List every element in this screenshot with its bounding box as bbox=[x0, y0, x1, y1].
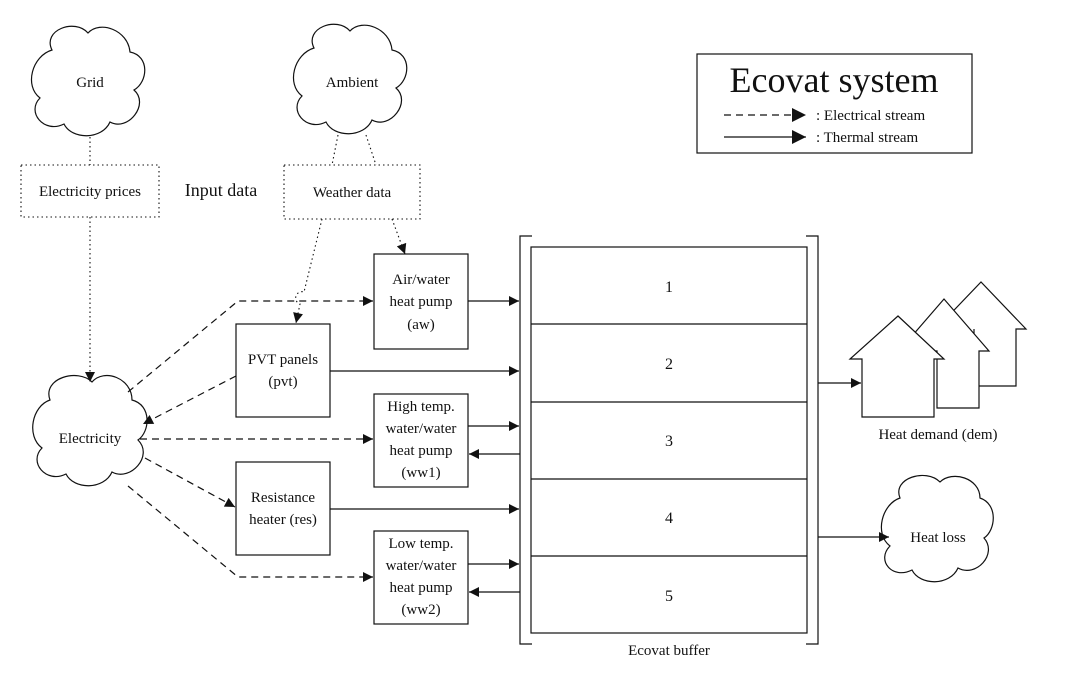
input-data-label: Input data bbox=[185, 180, 257, 200]
buffer-label: Ecovat buffer bbox=[628, 643, 710, 659]
aw-line-3: (aw) bbox=[407, 317, 434, 333]
weather-data-label: Weather data bbox=[313, 185, 392, 201]
legend-electrical-label: : Electrical stream bbox=[816, 108, 925, 124]
weather-data-box bbox=[283, 164, 421, 220]
res-line-1: Resistance bbox=[251, 490, 315, 506]
weather-to-aw-arrow bbox=[391, 218, 407, 255]
electricity-label: Electricity bbox=[59, 431, 122, 447]
buffer-segment-1: 1 bbox=[665, 279, 673, 296]
pvt-line-2: (pvt) bbox=[268, 374, 297, 390]
ww1-line-4: (ww1) bbox=[401, 465, 440, 481]
ww1-line-3: heat pump bbox=[390, 443, 453, 459]
aw-heat-pump: Air/water heat pump (aw) bbox=[373, 253, 469, 350]
electricity-prices-label: Electricity prices bbox=[39, 184, 141, 200]
electricity-cloud: Electricity bbox=[32, 374, 148, 487]
ww1-heat-pump: High temp. water/water heat pump (ww1) bbox=[373, 393, 469, 488]
legend-thermal-label: : Thermal stream bbox=[816, 130, 919, 146]
buffer-segment-3: 3 bbox=[665, 433, 673, 450]
electricity-to-res-arrow bbox=[144, 457, 236, 508]
ambient-cloud: Ambient bbox=[292, 23, 408, 135]
ambient-label: Ambient bbox=[326, 75, 379, 91]
ambient-to-weather-line-1 bbox=[331, 134, 339, 166]
aw-line-2: heat pump bbox=[390, 294, 453, 310]
electricity-to-aw-arrow bbox=[127, 296, 373, 393]
pvt-panels: PVT panels (pvt) bbox=[235, 323, 331, 418]
legend-box: Ecovat system : Electrical stream : Ther… bbox=[696, 53, 973, 154]
pvt-to-electricity-arrow bbox=[142, 375, 237, 425]
electricity-to-ww2-arrow bbox=[127, 485, 373, 582]
grid-label: Grid bbox=[76, 75, 104, 91]
pvt-line-1: PVT panels bbox=[248, 352, 318, 368]
res-line-2: heater (res) bbox=[249, 512, 317, 528]
diagram-title: Ecovat system bbox=[730, 60, 939, 100]
ww2-line-4: (ww2) bbox=[401, 602, 440, 618]
buffer-segment-2: 2 bbox=[665, 356, 673, 373]
ww2-line-2: water/water bbox=[386, 558, 457, 574]
heat-demand-label: Heat demand (dem) bbox=[878, 427, 997, 443]
heat-loss-label: Heat loss bbox=[910, 530, 966, 546]
aw-line-1: Air/water bbox=[392, 272, 449, 288]
electricity-prices-box bbox=[20, 164, 160, 218]
ww2-line-1: Low temp. bbox=[389, 536, 454, 552]
ww2-heat-pump: Low temp. water/water heat pump (ww2) bbox=[373, 530, 469, 625]
weather-to-pvt-arrow bbox=[293, 218, 323, 324]
ambient-to-weather-line-2 bbox=[365, 134, 377, 166]
house-icon-front bbox=[848, 315, 946, 418]
ww1-line-1: High temp. bbox=[387, 399, 455, 415]
ecovat-buffer: 1 2 3 4 5 Ecovat buffer bbox=[519, 235, 819, 659]
buffer-segment-5: 5 bbox=[665, 588, 673, 605]
buffer-segment-4: 4 bbox=[665, 510, 673, 527]
grid-cloud: Grid bbox=[30, 25, 146, 137]
resistance-heater: Resistance heater (res) bbox=[235, 461, 331, 556]
heat-loss-cloud: Heat loss bbox=[880, 474, 994, 583]
ww2-line-3: heat pump bbox=[390, 580, 453, 596]
ww1-line-2: water/water bbox=[386, 421, 457, 437]
